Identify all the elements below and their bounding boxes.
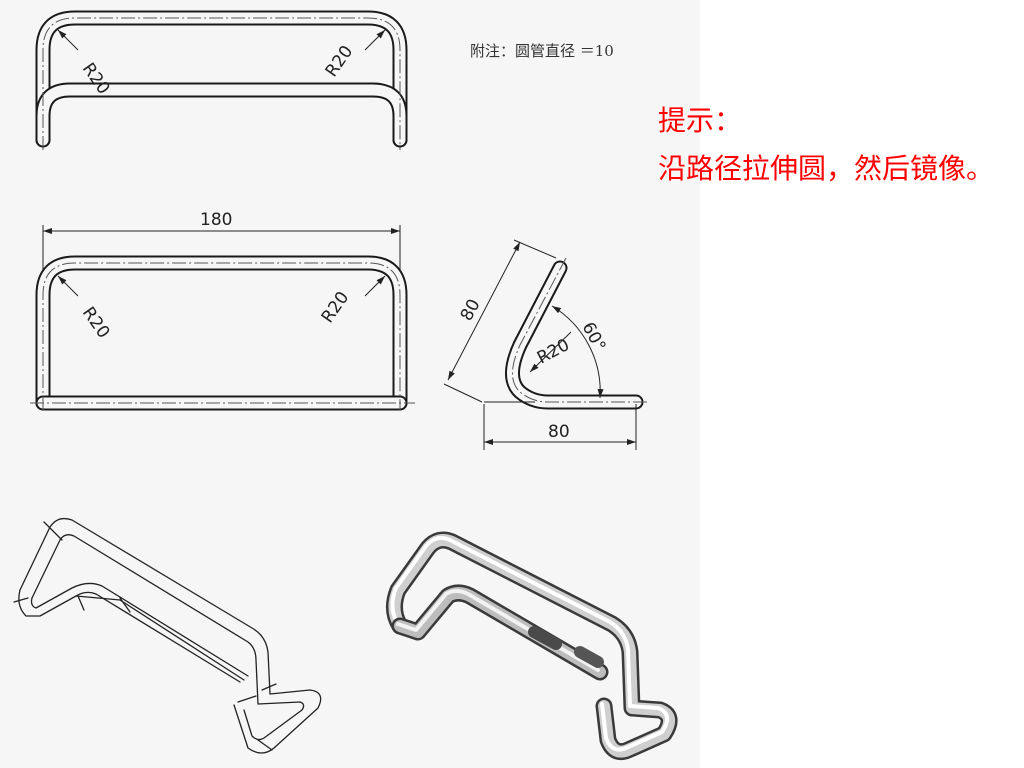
hint-body: 沿路径拉伸圆，然后镜像。 — [658, 152, 995, 185]
hint-title: 提示： — [658, 104, 743, 137]
top-right-radius-label: R20 — [322, 42, 358, 81]
side-radius-label: R20 — [534, 335, 573, 368]
side-base-dimension-label: 80 — [548, 422, 570, 442]
top-view: R20 R20 — [35, 10, 408, 150]
side-view: 80 80 60° R20 — [443, 239, 648, 450]
side-leg-dimension-label: 80 — [457, 296, 485, 324]
front-view: 180 R20 R20 — [30, 210, 415, 411]
technical-drawing: R20 R20 180 R20 R20 80 80 60° R2 — [13, 10, 678, 761]
hint-panel: 提示： 沿路径拉伸圆，然后镜像。 — [658, 102, 998, 188]
side-angle-label: 60° — [578, 319, 610, 355]
front-right-radius-label: R20 — [318, 288, 354, 327]
shaded-isometric-view — [386, 531, 678, 761]
width-dimension-label: 180 — [200, 210, 232, 230]
annotation-note: 附注：圆管直径 ＝10 — [470, 42, 614, 60]
front-left-radius-label: R20 — [78, 303, 114, 342]
wireframe-isometric-view — [13, 517, 322, 754]
technical-drawing-panel: R20 R20 180 R20 R20 80 80 60° R2 — [13, 10, 678, 761]
